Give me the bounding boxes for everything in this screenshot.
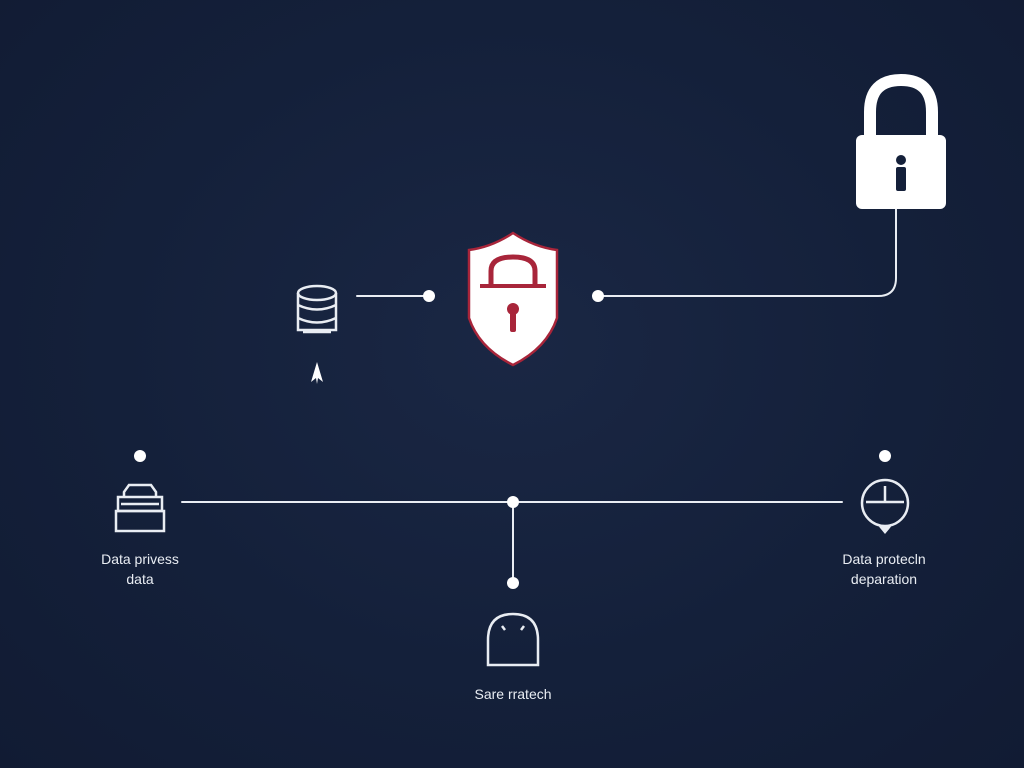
padlock-icon[interactable] [856, 73, 946, 209]
junction-dot-protection [879, 450, 891, 462]
arch-icon[interactable] [486, 612, 540, 667]
label-protection: Data protecln deparation [842, 549, 925, 589]
label-storage: Sare rratech [474, 684, 551, 704]
junction-dot-database [423, 290, 435, 302]
database-icon[interactable] [296, 284, 338, 334]
junction-dot-storage [507, 577, 519, 589]
junction-dot-shield [592, 290, 604, 302]
clock-icon[interactable] [860, 478, 910, 534]
label-protection-line-2: deparation [850, 571, 918, 587]
junction-dot-privacy [134, 450, 146, 462]
label-privacy-line-2: data [126, 571, 154, 587]
shield-lock-icon[interactable] [467, 231, 559, 367]
junction-dot-hub [507, 496, 519, 508]
cursor-arrow-icon [311, 362, 323, 384]
printer-icon[interactable] [114, 483, 166, 533]
label-storage-line-1: Sare rratech [474, 686, 552, 702]
label-privacy: Data privess data [101, 549, 179, 589]
connector-shield-padlock [599, 207, 897, 297]
label-privacy-line-1: Data privess [101, 551, 179, 567]
label-protection-line-1: Data protecln [842, 551, 926, 567]
